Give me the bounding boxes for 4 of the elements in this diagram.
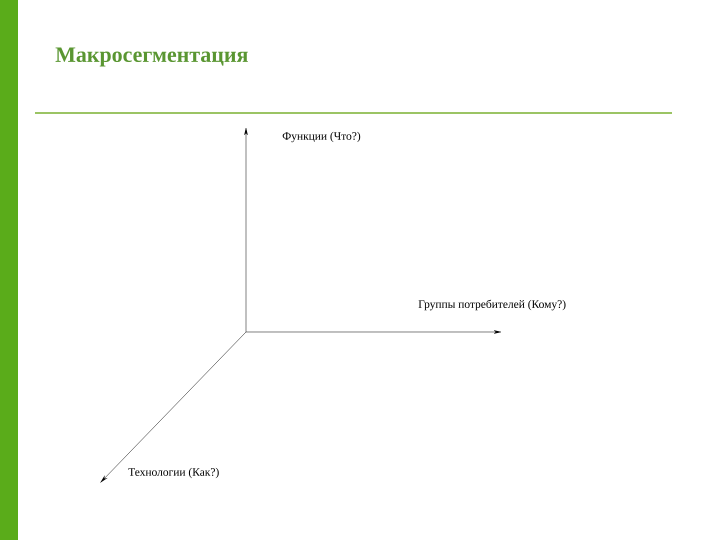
axis-label: Функции (Что?): [282, 132, 360, 142]
axis-label: Группы потребителей (Кому?): [418, 300, 566, 310]
slide-title: Макросегментация: [56, 47, 248, 66]
axis-label: Технологии (Как?): [128, 468, 219, 478]
